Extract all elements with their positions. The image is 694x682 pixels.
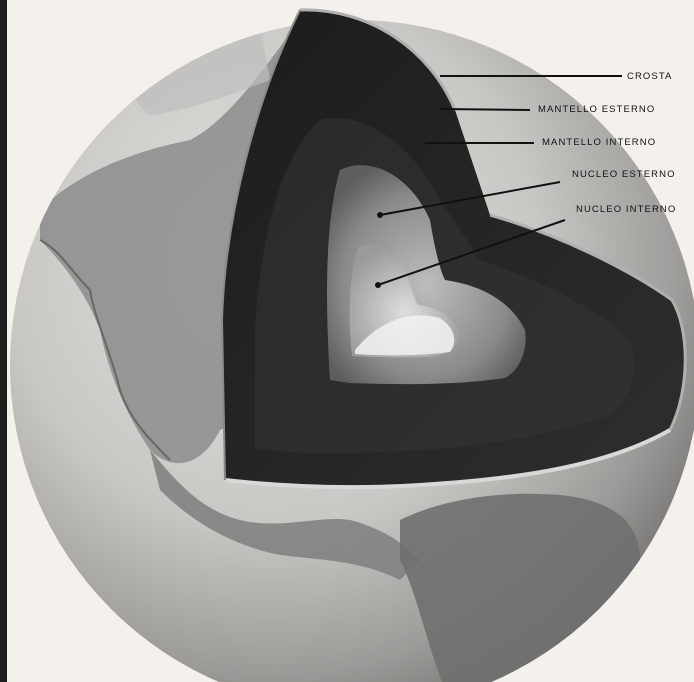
label-crust: CROSTA: [627, 71, 672, 83]
leader-dot-outer-core: [377, 212, 383, 218]
leader-dot-inner-core: [375, 282, 381, 288]
label-outer-mantle: MANTELLO ESTERNO: [538, 104, 655, 116]
label-inner-mantle: MANTELLO INTERNO: [542, 137, 656, 149]
leader-line-outer-mantle: [440, 109, 530, 110]
south-america: [400, 494, 640, 682]
label-outer-core: NUCLEO ESTERNO: [572, 169, 676, 181]
label-inner-core: NUCLEO INTERNO: [576, 204, 676, 216]
